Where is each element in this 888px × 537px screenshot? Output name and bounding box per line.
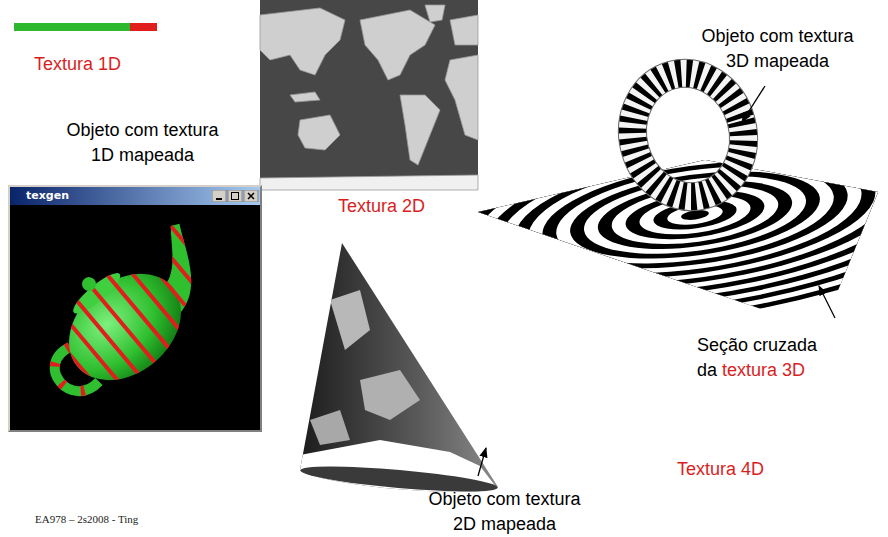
textured-torus: [602, 44, 775, 227]
caption-label: Objeto com textura 3D mapeada: [695, 24, 860, 74]
stripe: [74, 266, 177, 389]
stripe: [135, 214, 238, 337]
ring: [521, 138, 869, 291]
ring: [478, 119, 888, 311]
window-title: texgen: [10, 187, 260, 203]
footer-note: EA978 – 2s2008 - Ting: [35, 512, 138, 526]
world-map: [260, 0, 478, 190]
ocean: [260, 0, 478, 190]
ring: [492, 126, 888, 305]
greenland: [425, 5, 445, 22]
stripe: [150, 201, 253, 324]
texture-1d-bar: [14, 23, 157, 31]
torus-outline: [636, 78, 740, 192]
stripe: [43, 291, 146, 414]
leader-arrow: [819, 286, 835, 318]
cone-land: [360, 370, 420, 420]
leader-arrow: [742, 86, 765, 122]
cone-land: [330, 290, 370, 350]
ring: [550, 151, 840, 279]
stripe: [104, 240, 207, 363]
window-buttons: [212, 190, 260, 202]
ring: [536, 145, 855, 286]
ring: [565, 158, 826, 273]
caption-label: Objeto com textura 2D mapeada: [422, 487, 587, 537]
window-button: [244, 190, 258, 202]
continents: [260, 5, 478, 190]
teapot: [8, 196, 259, 443]
africa: [445, 55, 478, 140]
close-glyph: [248, 193, 254, 199]
ring: [507, 132, 884, 298]
leader-arrow: [478, 448, 486, 476]
asia: [260, 8, 345, 75]
ring: [463, 113, 888, 317]
south-america: [400, 95, 440, 165]
teapot-body: [48, 252, 202, 402]
islands: [290, 92, 320, 102]
caption-label: Objeto com textura 1D mapeada: [60, 118, 225, 168]
ring: [434, 100, 888, 330]
ring: [420, 94, 888, 337]
caption-label: Textura 4D: [677, 457, 764, 482]
stripe: [58, 279, 161, 402]
caption-label: Textura 2D: [338, 194, 425, 219]
maximize-glyph: [232, 193, 239, 200]
green-segment: [14, 23, 130, 31]
red-segment: [130, 23, 157, 31]
stripe: [89, 253, 192, 376]
teapot-knob: [79, 274, 99, 294]
caption-label: Textura 1D: [34, 52, 121, 77]
stripe: [120, 227, 223, 350]
title-bar: texgen: [10, 187, 260, 205]
caption-label: textura 3D: [722, 360, 805, 380]
textured-cone: [300, 243, 500, 497]
window-button: [228, 190, 242, 202]
ring: [579, 164, 811, 266]
program-window: texgen: [8, 185, 262, 432]
window-button: [212, 190, 226, 202]
torus-outline: [602, 44, 775, 227]
europe: [450, 15, 478, 45]
teapot-stripes: [28, 201, 253, 426]
australia: [298, 115, 340, 150]
cone-texture: [300, 290, 500, 492]
window-body: [10, 203, 260, 430]
minimize-glyph: [216, 198, 222, 200]
cone-land: [310, 410, 350, 445]
antarctica: [260, 175, 478, 190]
north-america: [360, 10, 435, 80]
ring: [449, 106, 888, 323]
caption-group: Seção cruzada datextura 3D: [697, 333, 837, 383]
stripe: [28, 304, 131, 427]
